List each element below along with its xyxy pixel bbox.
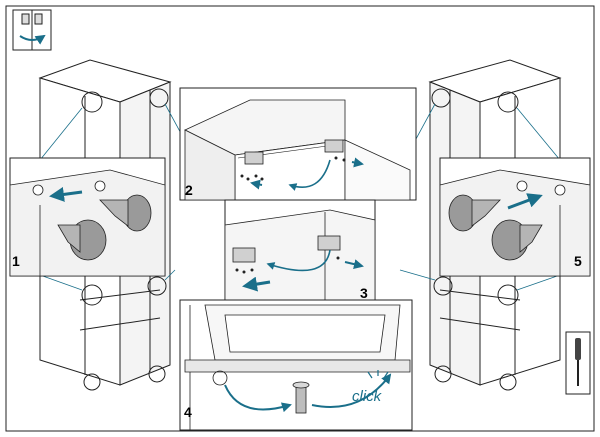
hinge-pin-knob (57, 219, 107, 261)
panel-step-3 (224, 199, 376, 301)
panel-step-5 (439, 157, 591, 277)
step-number-4: 4 (184, 404, 192, 420)
click-sparks (367, 370, 389, 379)
step-number-3: 3 (360, 285, 368, 301)
step-number-5: 5 (574, 253, 582, 269)
step-number-2: 2 (185, 182, 193, 198)
screwdriver-icon (565, 331, 591, 395)
hinge-pin-knob (99, 194, 152, 232)
hinge-bracket (244, 139, 344, 165)
hinge-pin (292, 381, 310, 414)
outer-frame (5, 5, 595, 432)
door-reverse-icon (12, 9, 52, 51)
hinge-bracket (232, 235, 341, 263)
hinge-pin-knob (491, 219, 543, 261)
hinge-pin-knob (448, 194, 501, 232)
panel-step-1 (9, 157, 166, 277)
step-number-1: 1 (12, 253, 20, 269)
click-label: click (352, 388, 382, 405)
panel-step-4 (179, 299, 413, 431)
panel-step-2 (179, 87, 417, 201)
